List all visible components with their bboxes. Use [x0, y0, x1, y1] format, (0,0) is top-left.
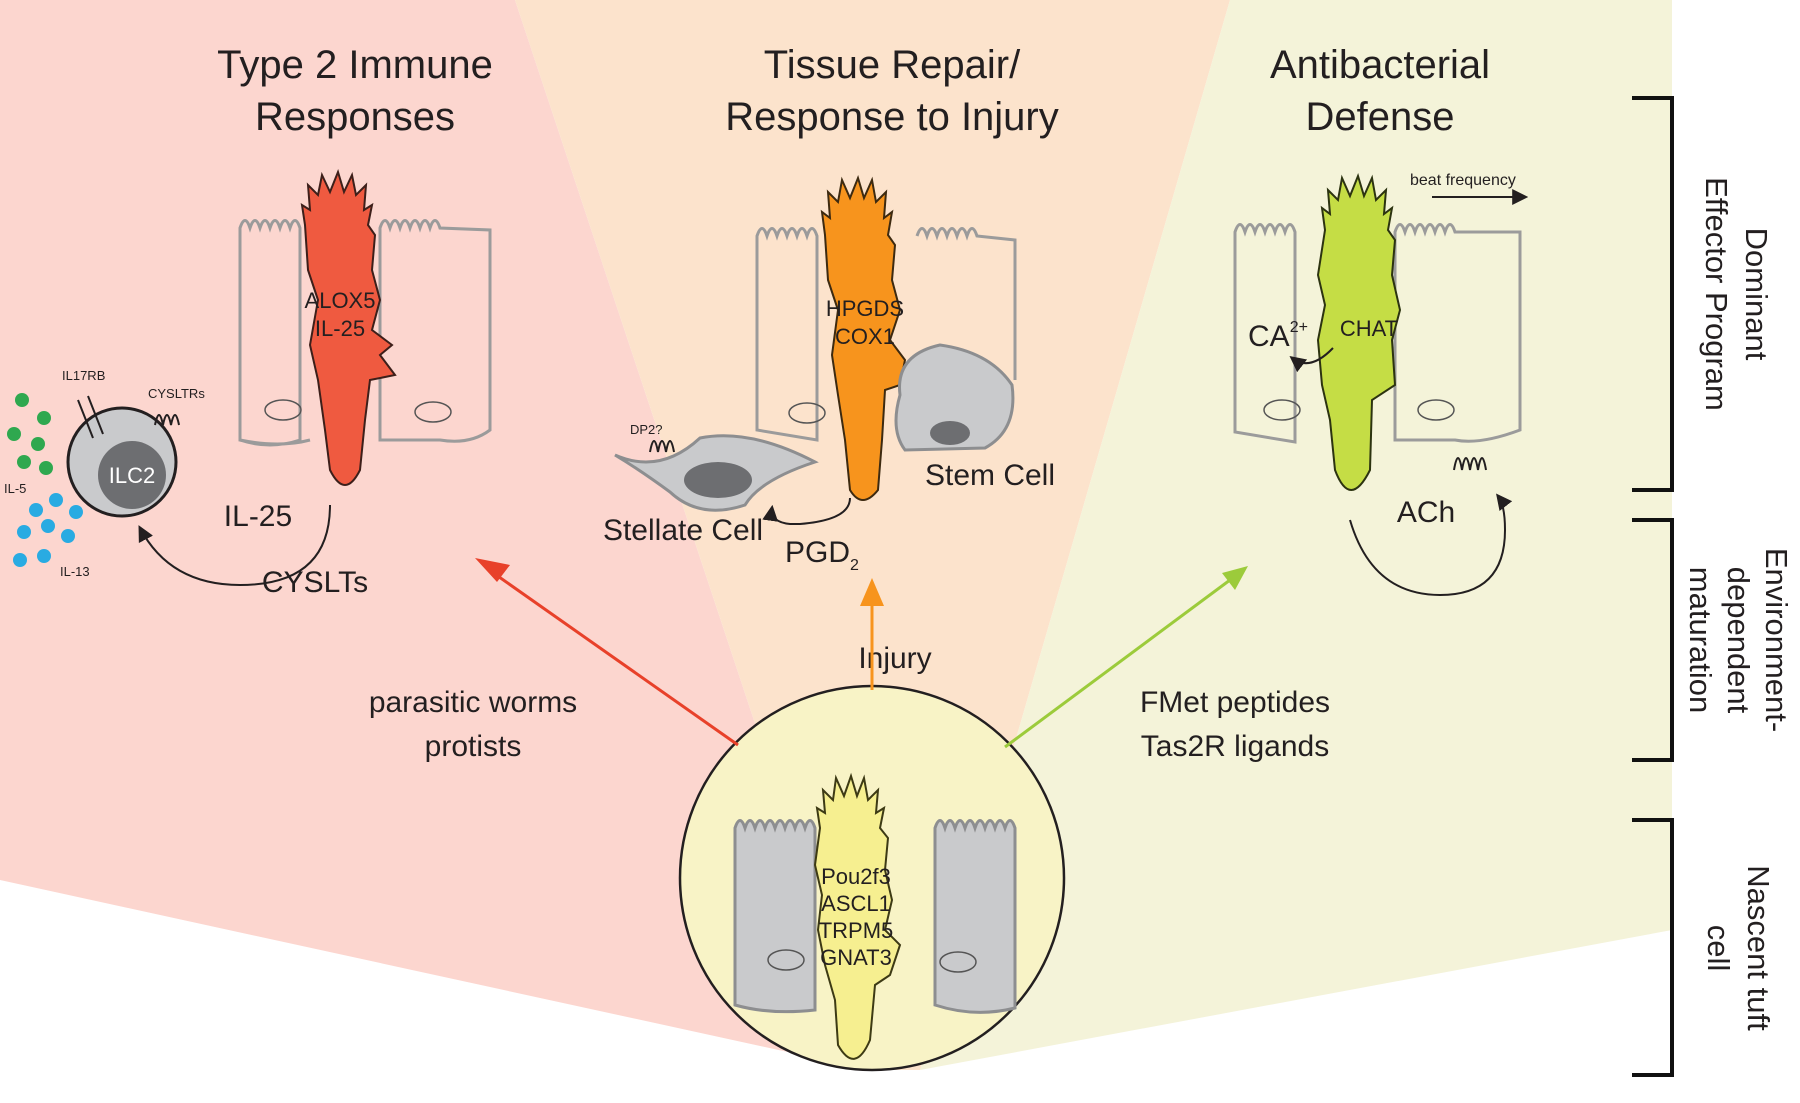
repair-panel: Tissue Repair/ Response to Injury HPGDS …	[603, 43, 1059, 675]
marker-pou2f3: Pou2f3	[821, 864, 891, 889]
il13-dot	[41, 519, 55, 533]
il13-dot	[13, 553, 27, 567]
stem-cell-label: Stem Cell	[925, 459, 1055, 492]
stellate-cell-icon	[614, 434, 819, 512]
ach-label: ACh	[1397, 496, 1455, 529]
stem-cell-icon	[894, 343, 1015, 452]
tuft-orange-label-2: COX1	[835, 324, 895, 349]
il13-dot	[17, 525, 31, 539]
type2-title-line2: Responses	[255, 95, 455, 139]
tuft-cell-icon	[300, 168, 397, 486]
environment-label-line3: maturation	[1683, 567, 1718, 713]
calcium-arrow-icon	[1289, 347, 1334, 373]
antibacterial-arrow-icon	[1004, 578, 1231, 749]
nascent-bracket-icon	[1632, 818, 1674, 1077]
environment-bracket-icon	[1632, 518, 1674, 762]
ach-receptor-icon	[1453, 457, 1487, 471]
type2-arrow-icon	[491, 570, 739, 747]
il5-dots-icon	[7, 393, 53, 475]
nascent-label-line1: Nascent tuft	[1741, 865, 1776, 1031]
antibacterial-arrowhead-icon	[1222, 566, 1248, 590]
cyslts-arrow-icon	[138, 504, 331, 587]
tuft-green-label: CHAT	[1340, 316, 1398, 341]
dominant-bracket-icon	[1632, 96, 1674, 492]
differentiation-arrows	[475, 558, 1248, 749]
epithelial-cells-icon	[733, 819, 1017, 1014]
marker-gnat3: GNAT3	[820, 945, 892, 970]
il5-dot	[37, 411, 51, 425]
il13-label: IL-13	[60, 564, 90, 579]
nascent-tuft-cell-group: Pou2f3 ASCL1 TRPM5 GNAT3	[678, 684, 1066, 1072]
side-brackets: Dominant Effector Program Environment- d…	[1632, 96, 1794, 1077]
il17rb-label: IL17RB	[62, 368, 105, 383]
type2-arrowhead-icon	[475, 558, 510, 582]
ilc2-cell-icon	[66, 406, 178, 518]
il5-dot	[17, 455, 31, 469]
dominant-label-group: Dominant Effector Program	[1699, 177, 1774, 411]
cysltrs-receptor-icon	[154, 414, 180, 426]
environment-label-line1: Environment-	[1759, 548, 1794, 732]
pgd2-arrow-icon	[762, 497, 851, 525]
tuft-red-label-2: IL-25	[315, 316, 365, 341]
nascent-markers: Pou2f3 ASCL1 TRPM5 GNAT3	[819, 864, 894, 970]
antibacterial-title-line1: Antibacterial	[1270, 43, 1490, 87]
environment-label-group: Environment- dependent maturation	[1683, 548, 1794, 732]
cysltrs-label: CYSLTRs	[148, 386, 205, 401]
calcium-label: CA2+	[1248, 319, 1308, 353]
type2-panel: Type 2 Immune Responses ALOX5 IL-25 ILC2…	[4, 43, 577, 763]
antibacterial-panel: Antibacterial Defense beat frequency CHA…	[1140, 43, 1529, 763]
nascent-label-group: Nascent tuft cell	[1701, 865, 1776, 1031]
marker-ascl1: ASCL1	[821, 891, 891, 916]
il13-dot	[69, 505, 83, 519]
antibacterial-title-line2: Defense	[1306, 95, 1455, 139]
type2-background-wedge	[0, 0, 870, 1070]
il25-secreted-label: IL-25	[224, 500, 292, 533]
antibacterial-trigger-line1: FMet peptides	[1140, 686, 1330, 719]
il5-label: IL-5	[4, 481, 26, 496]
repair-background-wedge	[515, 0, 1230, 1070]
environment-label-line2: dependent	[1721, 567, 1756, 714]
il5-dot	[39, 461, 53, 475]
pgd2-label: PGD2	[785, 536, 859, 574]
type2-trigger-line1: parasitic worms	[369, 686, 577, 719]
tuft-cell-icon	[1316, 172, 1402, 491]
epithelial-cells-icon	[238, 219, 492, 447]
antibacterial-trigger-line2: Tas2R ligands	[1141, 730, 1329, 763]
stellate-cell-label: Stellate Cell	[603, 514, 763, 547]
il17rb-receptor-icon	[77, 395, 104, 439]
epithelial-cells-icon	[1233, 223, 1522, 444]
repair-title-line1: Tissue Repair/	[764, 43, 1021, 87]
type2-title-line1: Type 2 Immune	[217, 43, 493, 87]
il13-dot	[29, 503, 43, 517]
injury-arrowhead-icon	[860, 578, 884, 606]
dominant-label-line2: Effector Program	[1699, 177, 1734, 411]
tuft-red-label-1: ALOX5	[305, 288, 376, 313]
dominant-label-line1: Dominant	[1739, 228, 1774, 361]
repair-title-line2: Response to Injury	[725, 95, 1059, 139]
il5-dot	[7, 427, 21, 441]
il13-dot	[49, 493, 63, 507]
antibacterial-background-wedge	[920, 0, 1672, 1070]
epithelial-cells-icon	[755, 227, 1017, 442]
marker-trpm5: TRPM5	[819, 918, 894, 943]
tuft-cell-icon	[813, 772, 902, 1060]
dp2-receptor-icon	[649, 440, 675, 453]
il13-dot	[37, 549, 51, 563]
dp2-label: DP2?	[630, 422, 663, 437]
ach-arrow-icon	[1349, 493, 1513, 597]
ilc2-label: ILC2	[109, 463, 155, 488]
tuft-orange-label-1: HPGDS	[826, 296, 904, 321]
il13-dot	[61, 529, 75, 543]
nascent-label-line2: cell	[1701, 925, 1736, 972]
il5-dot	[31, 437, 45, 451]
cyslts-label: CYSLTs	[262, 566, 368, 599]
injury-trigger-label: Injury	[858, 642, 931, 675]
type2-trigger-line2: protists	[425, 730, 522, 763]
beat-frequency-label: beat frequency	[1410, 172, 1516, 189]
il13-dots-icon	[13, 493, 83, 567]
il5-dot	[15, 393, 29, 407]
